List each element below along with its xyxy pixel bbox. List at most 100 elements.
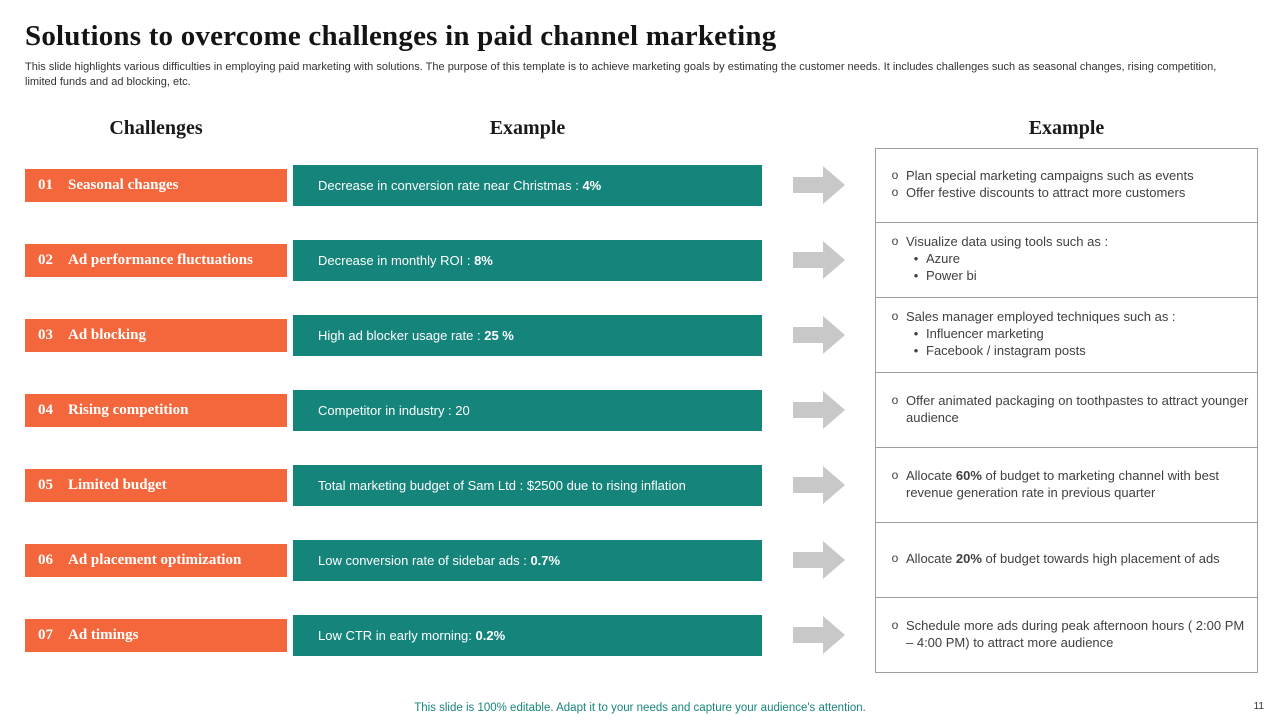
page-subtitle: This slide highlights various difficulti… xyxy=(25,61,1217,89)
example-text: Competitor in industry : 20 xyxy=(318,402,470,418)
solution-text: Schedule more ads during peak afternoon … xyxy=(906,617,1245,650)
sub-bullet-marker: • xyxy=(913,326,919,342)
arrow-right-icon xyxy=(762,616,875,655)
challenge-box: 07 Ad timings xyxy=(25,618,287,652)
example-box: Decrease in monthly ROI : 8% xyxy=(293,239,762,281)
solution-cell: o Allocate 60% of budget to marketing ch… xyxy=(875,447,1258,523)
solution-item: o Plan special marketing campaigns such … xyxy=(884,168,1249,185)
solution-sub-text: Facebook / instagram posts xyxy=(926,343,1086,359)
challenge-box: 05 Limited budget xyxy=(25,468,287,502)
example-text: Total marketing budget of Sam Ltd : $250… xyxy=(318,477,686,493)
arrow-right-icon xyxy=(762,541,875,580)
solution-item: o Allocate 60% of budget to marketing ch… xyxy=(884,468,1249,502)
arrow-right-icon xyxy=(762,241,875,280)
solution-item: o Sales manager employed techniques such… xyxy=(884,309,1249,326)
solution-cell: o Offer animated packaging on toothpaste… xyxy=(875,372,1258,448)
bullet-marker: o xyxy=(891,467,899,482)
bullet-marker: o xyxy=(891,168,899,183)
challenge-row: 06 Ad placement optimization Low convers… xyxy=(25,522,1258,598)
challenge-box: 04 Rising competition xyxy=(25,393,287,427)
solution-cell: o Visualize data using tools such as : •… xyxy=(875,222,1258,298)
example-text: Decrease in monthly ROI : 8% xyxy=(318,252,493,268)
challenge-number: 03 xyxy=(38,326,53,343)
challenge-number: 07 xyxy=(38,626,53,643)
column-header-example-2: Example xyxy=(1028,116,1105,139)
solution-item: o Offer animated packaging on toothpaste… xyxy=(884,393,1249,427)
challenge-box: 06 Ad placement optimization xyxy=(25,543,287,577)
challenge-label: Ad blocking xyxy=(68,326,146,343)
solution-item: o Schedule more ads during peak afternoo… xyxy=(884,618,1249,652)
solution-cell: o Plan special marketing campaigns such … xyxy=(875,147,1258,223)
arrow-right-icon xyxy=(762,316,875,355)
bullet-marker: o xyxy=(891,617,899,632)
solution-text: Offer festive discounts to attract more … xyxy=(906,185,1186,201)
challenge-label: Ad performance fluctuations xyxy=(68,251,253,268)
challenge-row: 05 Limited budget Total marketing budget… xyxy=(25,447,1258,523)
solution-text: Allocate 60% of budget to marketing chan… xyxy=(906,467,1219,500)
bullet-marker: o xyxy=(891,551,899,566)
challenge-label: Limited budget xyxy=(68,476,167,493)
page-number: 11 xyxy=(1253,701,1264,712)
arrow-right-icon xyxy=(762,166,875,205)
solution-item: o Offer festive discounts to attract mor… xyxy=(884,185,1249,202)
arrow-right-icon xyxy=(762,391,875,430)
solution-sub-item: • Azure xyxy=(906,251,1249,268)
challenge-number: 01 xyxy=(38,176,53,193)
solution-sub-text: Influencer marketing xyxy=(926,326,1044,342)
column-headers: Challenges Example Example xyxy=(25,117,1258,140)
challenge-row: 07 Ad timings Low CTR in early morning: … xyxy=(25,597,1258,673)
example-text: Low conversion rate of sidebar ads : 0.7… xyxy=(318,552,561,568)
challenge-row: 02 Ad performance fluctuations Decrease … xyxy=(25,222,1258,298)
solution-sub-item: • Power bi xyxy=(906,268,1249,285)
challenge-number: 02 xyxy=(38,251,53,268)
challenge-number: 06 xyxy=(38,551,53,568)
challenge-row: 03 Ad blocking High ad blocker usage rat… xyxy=(25,297,1258,373)
example-box: Total marketing budget of Sam Ltd : $250… xyxy=(293,464,762,506)
example-box: Decrease in conversion rate near Christm… xyxy=(293,164,762,206)
solution-sub-text: Power bi xyxy=(926,268,977,284)
challenge-label: Seasonal changes xyxy=(68,176,179,193)
column-header-example-1: Example xyxy=(489,116,566,139)
solution-text: Plan special marketing campaigns such as… xyxy=(906,168,1194,184)
challenge-row: 01 Seasonal changes Decrease in conversi… xyxy=(25,147,1258,223)
solution-sub-item: • Facebook / instagram posts xyxy=(906,343,1249,360)
bullet-marker: o xyxy=(891,234,899,249)
sub-bullet-marker: • xyxy=(913,343,919,359)
solution-sub-item: • Influencer marketing xyxy=(906,326,1249,343)
challenge-label: Rising competition xyxy=(68,401,189,418)
challenge-number: 04 xyxy=(38,401,53,418)
challenge-label: Ad placement optimization xyxy=(68,551,242,568)
example-text: High ad blocker usage rate : 25 % xyxy=(318,327,514,343)
solution-item: o Allocate 20% of budget towards high pl… xyxy=(884,551,1249,568)
bullet-marker: o xyxy=(891,309,899,324)
bullet-marker: o xyxy=(891,392,899,407)
sub-bullet-marker: • xyxy=(913,268,919,284)
column-header-challenges: Challenges xyxy=(109,116,203,139)
footer-note: This slide is 100% editable. Adapt it to… xyxy=(414,702,866,714)
challenge-label: Ad timings xyxy=(68,626,139,643)
arrow-right-icon xyxy=(762,466,875,505)
solution-cell: o Allocate 20% of budget towards high pl… xyxy=(875,522,1258,598)
solution-cell: o Schedule more ads during peak afternoo… xyxy=(875,597,1258,673)
challenge-box: 01 Seasonal changes xyxy=(25,168,287,202)
example-text: Decrease in conversion rate near Christm… xyxy=(318,177,602,193)
challenge-box: 03 Ad blocking xyxy=(25,318,287,352)
solution-text: Allocate 20% of budget towards high plac… xyxy=(906,551,1220,567)
solution-text: Offer animated packaging on toothpastes … xyxy=(906,392,1249,425)
solution-text: Sales manager employed techniques such a… xyxy=(906,309,1176,325)
example-box: High ad blocker usage rate : 25 % xyxy=(293,314,762,356)
solution-text: Visualize data using tools such as : xyxy=(906,234,1109,250)
solution-sub-text: Azure xyxy=(926,251,960,267)
example-box: Low conversion rate of sidebar ads : 0.7… xyxy=(293,539,762,581)
sub-bullet-marker: • xyxy=(913,251,919,267)
solution-item: o Visualize data using tools such as : xyxy=(884,234,1249,251)
solution-cell: o Sales manager employed techniques such… xyxy=(875,297,1258,373)
example-text: Low CTR in early morning: 0.2% xyxy=(318,627,506,643)
bullet-marker: o xyxy=(891,185,899,200)
challenge-row: 04 Rising competition Competitor in indu… xyxy=(25,372,1258,448)
example-box: Competitor in industry : 20 xyxy=(293,389,762,431)
example-box: Low CTR in early morning: 0.2% xyxy=(293,614,762,656)
rows-container: 01 Seasonal changes Decrease in conversi… xyxy=(25,147,1258,673)
challenge-number: 05 xyxy=(38,476,53,493)
